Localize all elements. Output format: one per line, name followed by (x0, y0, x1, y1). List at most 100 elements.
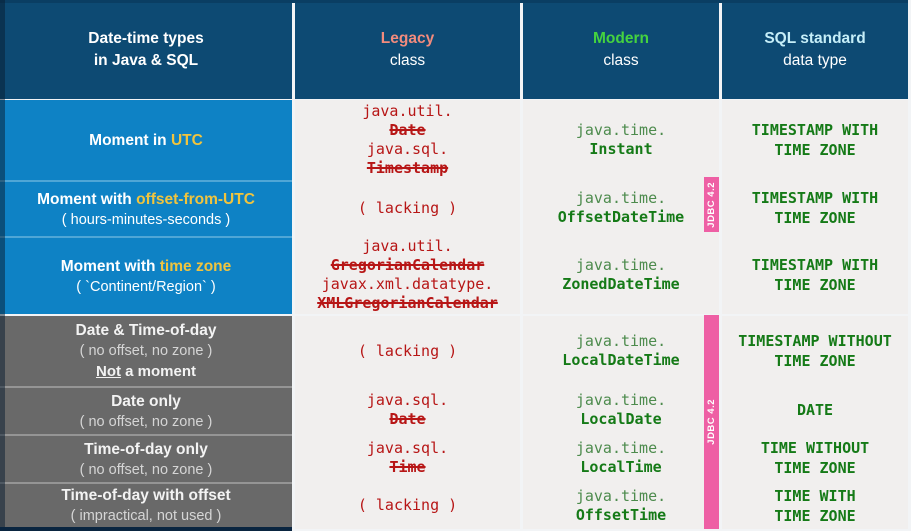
modern-class-column: Modern class java.time. Instant java.tim… (523, 0, 719, 531)
modern-class: LocalDateTime (562, 351, 680, 369)
legacy-not-moment-block: ( lacking ) java.sql. Date java.sql. Tim… (295, 316, 520, 529)
row-label-text: Date & Time-of-day (75, 322, 217, 339)
row-note: Not a moment (96, 361, 196, 382)
modern-cell-time-offset: java.time. OffsetTime (523, 482, 719, 529)
legacy-class-deprecated: XMLGregorianCalendar (317, 294, 498, 312)
legacy-cell-moment-offset: ( lacking ) (295, 180, 520, 236)
legacy-lacking: ( lacking ) (357, 341, 458, 360)
legacy-class-deprecated: Date (389, 121, 426, 139)
modern-package: java.time. (575, 256, 667, 274)
modern-package: java.time. (575, 391, 667, 409)
sql-type-line: TIME WITH (774, 486, 856, 505)
modern-package: java.time. (575, 439, 667, 457)
modern-package: java.time. (575, 486, 667, 505)
legacy-package: java.sql. (366, 439, 449, 457)
legacy-lacking: ( lacking ) (357, 198, 458, 217)
legacy-package: java.util. (362, 237, 453, 255)
sql-type-line: TIME ZONE (774, 276, 856, 294)
table-title: Date-time types in Java & SQL (0, 0, 292, 99)
modern-cell-date-time: java.time. LocalDateTime (523, 316, 719, 386)
bottom-edge-divider (0, 527, 292, 531)
row-sublabel: ( hours-minutes-seconds ) (61, 211, 231, 228)
sql-type-line: TIMESTAMP WITHOUT (738, 332, 892, 350)
row-label-text: Moment in (89, 131, 171, 149)
legacy-package: java.sql. (366, 391, 449, 409)
top-edge-divider (0, 0, 908, 3)
legacy-cell-moment-utc: java.util. Date java.sql. Timestamp (295, 100, 520, 180)
row-label-text: Moment with (60, 257, 160, 275)
sql-type-line: TIMESTAMP WITH (751, 189, 879, 207)
row-label-time-of-day-offset: Time-of-day with offset ( impractical, n… (0, 482, 292, 527)
modern-cell-moment-utc: java.time. Instant (523, 100, 719, 180)
left-edge-divider (0, 0, 5, 527)
legacy-class-deprecated: GregorianCalendar (330, 256, 485, 274)
legacy-class-deprecated: Timestamp (366, 159, 449, 177)
modern-header-title: Modern (593, 29, 649, 47)
row-sublabel: ( no offset, no zone ) (79, 461, 213, 478)
modern-class: LocalTime (580, 458, 662, 476)
row-label-text: Time-of-day only (84, 440, 208, 458)
row-label-text: Moment with (37, 190, 137, 208)
row-sublabel: ( `Continent/Region` ) (76, 278, 216, 295)
sql-cell-time-only: TIME WITHOUT TIME ZONE (722, 434, 908, 482)
sql-type-line: TIME ZONE (774, 506, 856, 525)
sql-type-line: TIMESTAMP WITH (751, 256, 879, 274)
jdbc-42-badge-label: JDBC 4.2 (706, 399, 717, 445)
legacy-header: Legacy class (295, 0, 520, 99)
legacy-cell-moment-zone: java.util. GregorianCalendar javax.xml.d… (295, 236, 520, 314)
modern-class: ZonedDateTime (562, 275, 680, 293)
modern-cell-date-only: java.time. LocalDate (523, 386, 719, 434)
modern-package: java.time. (575, 189, 667, 207)
legacy-package: java.util. (362, 102, 453, 120)
sql-type-line: TIME WITHOUT (760, 439, 870, 457)
legacy-class-deprecated: Time (389, 458, 426, 476)
modern-package: java.time. (575, 121, 667, 139)
sql-not-moment-block: TIMESTAMP WITHOUT TIME ZONE DATE TIME WI… (722, 316, 908, 529)
row-sublabel: ( no offset, no zone ) (79, 343, 213, 359)
row-label-highlight: offset-from-UTC (136, 190, 255, 208)
sql-standard-column: SQL standard data type TIMESTAMP WITH TI… (722, 0, 908, 531)
legacy-lacking: ( lacking ) (357, 496, 458, 514)
sql-cell-moment-utc: TIMESTAMP WITH TIME ZONE (722, 100, 908, 180)
row-label-date-only: Date only ( no offset, no zone ) (0, 386, 292, 434)
sql-type-line: TIME ZONE (774, 141, 856, 159)
jdbc-42-badge-label: JDBC 4.2 (706, 181, 717, 228)
row-header-column: Date-time types in Java & SQL Moment in … (0, 0, 292, 531)
sql-cell-date-only: DATE (722, 386, 908, 434)
sql-type-line: TIME ZONE (774, 352, 856, 370)
row-label-date-time-of-day: Date & Time-of-day ( no offset, no zone … (0, 316, 292, 386)
row-label-time-of-day-only: Time-of-day only ( no offset, no zone ) (0, 434, 292, 482)
sql-cell-time-offset: TIME WITH TIME ZONE (722, 482, 908, 529)
row-label-moment-in-utc: Moment in UTC (0, 100, 292, 180)
sql-type-line: TIMESTAMP WITH (751, 121, 879, 139)
modern-class: LocalDate (580, 410, 662, 428)
legacy-moment-block: java.util. Date java.sql. Timestamp ( la… (295, 100, 520, 314)
row-label-moment-zone: Moment with time zone ( `Continent/Regio… (0, 236, 292, 314)
jdbc-42-badge-top: JDBC 4.2 (704, 177, 719, 232)
sql-header: SQL standard data type (722, 0, 908, 99)
sql-type-line: DATE (796, 401, 834, 419)
sql-cell-moment-offset: TIMESTAMP WITH TIME ZONE (722, 180, 908, 236)
modern-moment-block: java.time. Instant java.time. OffsetDate… (523, 100, 719, 314)
row-label-text: Time-of-day with offset (61, 487, 231, 504)
legacy-cell-time-offset: ( lacking ) (295, 482, 520, 529)
modern-cell-moment-zone: java.time. ZonedDateTime (523, 236, 719, 314)
modern-cell-time-only: java.time. LocalTime (523, 434, 719, 482)
row-label-highlight: time zone (159, 257, 232, 275)
legacy-cell-date-time: ( lacking ) (295, 316, 520, 386)
table-title-line2: in Java & SQL (93, 51, 199, 69)
modern-class: OffsetTime (575, 505, 667, 524)
row-sublabel: ( impractical, not used ) (70, 508, 222, 524)
legacy-class-column: Legacy class java.util. Date java.sql. T… (295, 0, 520, 531)
legacy-header-sub: class (389, 51, 426, 69)
legacy-cell-time-only: java.sql. Time (295, 434, 520, 482)
jdbc-42-badge-bottom: JDBC 4.2 (704, 315, 719, 529)
modern-header-sub: class (603, 51, 639, 69)
legacy-package: java.sql. (366, 140, 449, 158)
sql-moment-block: TIMESTAMP WITH TIME ZONE TIMESTAMP WITH … (722, 100, 908, 314)
sql-cell-moment-zone: TIMESTAMP WITH TIME ZONE (722, 236, 908, 314)
sql-header-title: SQL standard (764, 29, 866, 47)
modern-cell-moment-offset: java.time. OffsetDateTime (523, 180, 719, 236)
legacy-class-deprecated: Date (389, 410, 426, 428)
